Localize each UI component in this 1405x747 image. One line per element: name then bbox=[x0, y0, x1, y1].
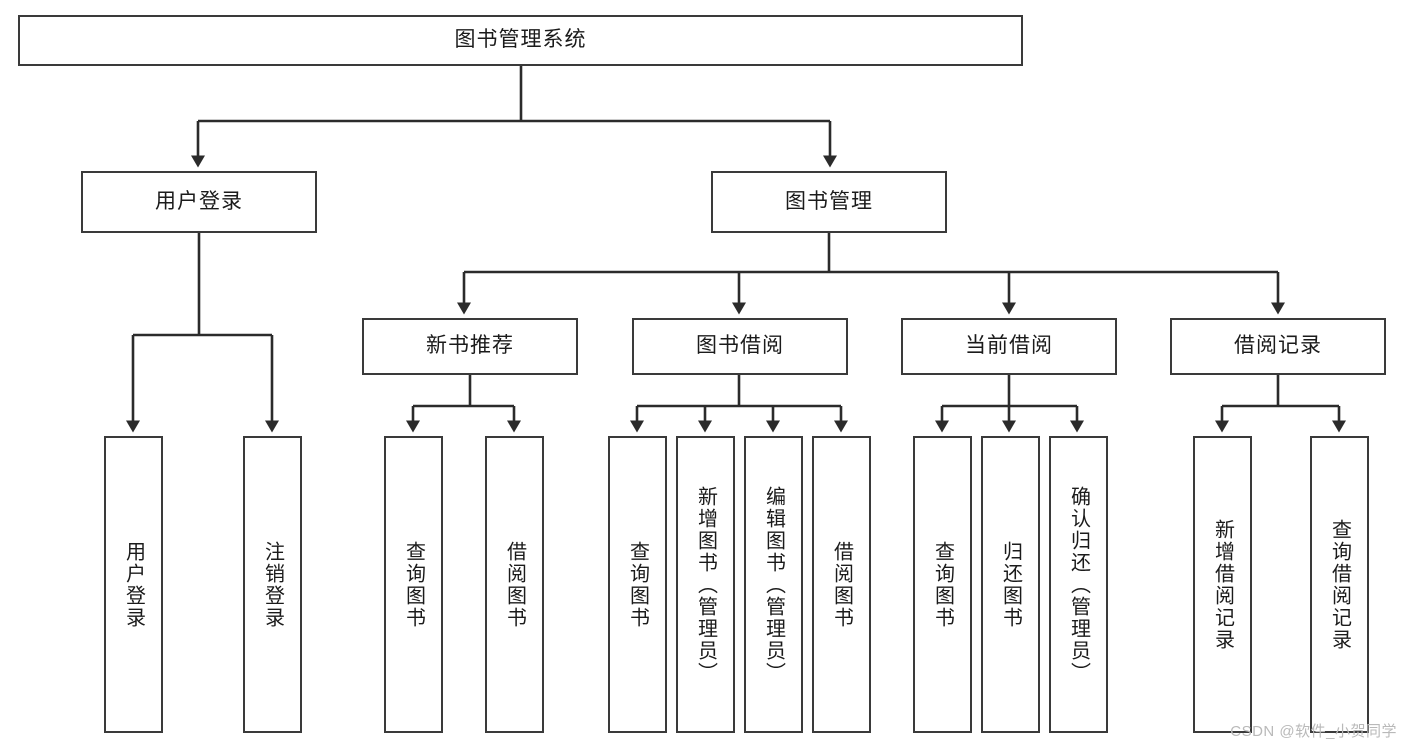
watermark: CSDN @软件_小贺同学 bbox=[1230, 723, 1397, 740]
leaf-borrow-book-1-label: 借阅图书 bbox=[503, 540, 526, 629]
leaf-user-login[interactable]: 用户登录 bbox=[104, 436, 163, 733]
leaf-add-record-label: 新增借阅记录 bbox=[1211, 518, 1234, 651]
leaf-query-book-3-label: 查询图书 bbox=[931, 540, 954, 629]
leaf-edit-book[interactable]: 编辑图书（管理员） bbox=[744, 436, 803, 733]
leaf-add-book[interactable]: 新增图书（管理员） bbox=[676, 436, 735, 733]
node-book-management-label: 图书管理 bbox=[785, 189, 873, 213]
node-borrow-record-label: 借阅记录 bbox=[1234, 334, 1322, 358]
node-new-book-recommendation[interactable]: 新书推荐 bbox=[362, 318, 578, 375]
leaf-query-record[interactable]: 查询借阅记录 bbox=[1310, 436, 1369, 733]
leaf-logout-label: 注销登录 bbox=[261, 540, 284, 629]
leaf-confirm-return[interactable]: 确认归还（管理员） bbox=[1049, 436, 1108, 733]
leaf-confirm-return-label: 确认归还（管理员） bbox=[1067, 485, 1090, 684]
node-book-borrow[interactable]: 图书借阅 bbox=[632, 318, 848, 375]
node-root-label: 图书管理系统 bbox=[454, 28, 587, 52]
leaf-logout[interactable]: 注销登录 bbox=[243, 436, 302, 733]
leaf-borrow-book-2-label: 借阅图书 bbox=[830, 540, 853, 629]
node-current-borrow[interactable]: 当前借阅 bbox=[901, 318, 1117, 375]
node-book-borrow-label: 图书借阅 bbox=[696, 334, 784, 358]
leaf-query-book-3[interactable]: 查询图书 bbox=[913, 436, 972, 733]
node-current-borrow-label: 当前借阅 bbox=[965, 334, 1053, 358]
node-book-management[interactable]: 图书管理 bbox=[711, 171, 947, 233]
leaf-add-book-label: 新增图书（管理员） bbox=[694, 485, 717, 684]
node-user-login[interactable]: 用户登录 bbox=[81, 171, 317, 233]
leaf-borrow-book-2[interactable]: 借阅图书 bbox=[812, 436, 871, 733]
leaf-return-book[interactable]: 归还图书 bbox=[981, 436, 1040, 733]
leaf-user-login-label: 用户登录 bbox=[122, 540, 145, 629]
node-root[interactable]: 图书管理系统 bbox=[18, 15, 1023, 66]
leaf-return-book-label: 归还图书 bbox=[999, 540, 1022, 629]
leaf-query-book-2[interactable]: 查询图书 bbox=[608, 436, 667, 733]
node-user-login-label: 用户登录 bbox=[155, 189, 243, 213]
node-new-book-recommendation-label: 新书推荐 bbox=[426, 334, 514, 358]
node-borrow-record[interactable]: 借阅记录 bbox=[1170, 318, 1386, 375]
leaf-query-book-2-label: 查询图书 bbox=[626, 540, 649, 629]
leaf-query-book-1[interactable]: 查询图书 bbox=[384, 436, 443, 733]
leaf-query-book-1-label: 查询图书 bbox=[402, 540, 425, 629]
leaf-edit-book-label: 编辑图书（管理员） bbox=[762, 485, 785, 684]
leaf-query-record-label: 查询借阅记录 bbox=[1328, 518, 1351, 651]
leaf-add-record[interactable]: 新增借阅记录 bbox=[1193, 436, 1252, 733]
leaf-borrow-book-1[interactable]: 借阅图书 bbox=[485, 436, 544, 733]
